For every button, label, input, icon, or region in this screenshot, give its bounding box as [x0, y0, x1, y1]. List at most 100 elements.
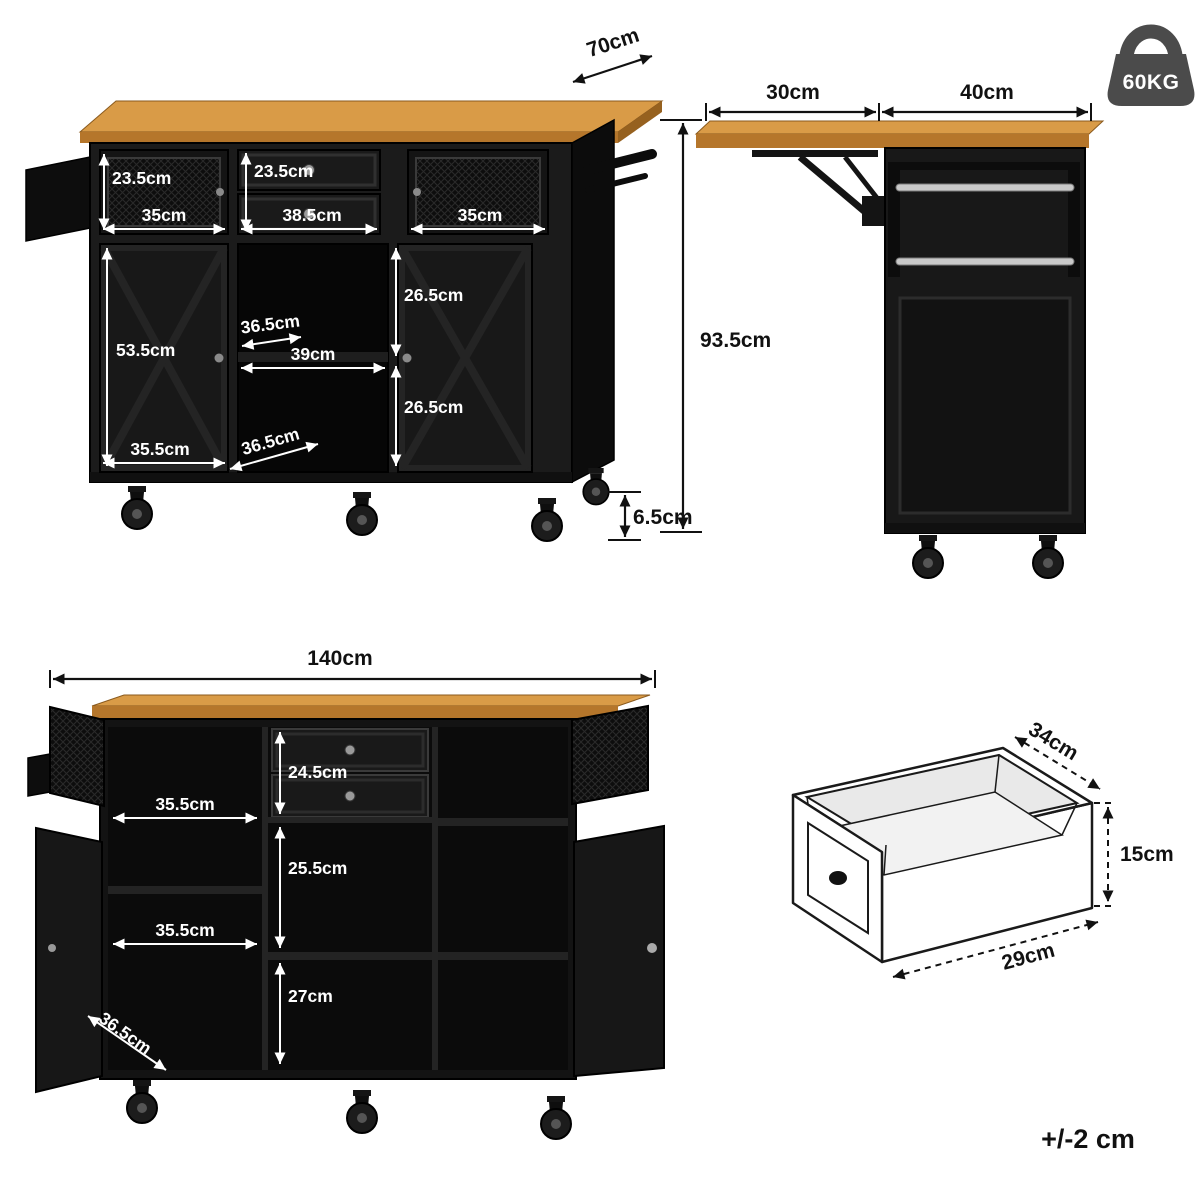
- dim-open-middle-upper-height: 25.5cm: [274, 827, 347, 948]
- dim-label: 26.5cm: [404, 285, 463, 305]
- dim-label: 15cm: [1120, 843, 1174, 866]
- dim-label: 25.5cm: [288, 858, 347, 878]
- dim-label: 23.5cm: [112, 168, 171, 188]
- caster-wheel: [126, 1079, 158, 1124]
- dim-front-top-depth: 70cm: [572, 24, 653, 84]
- dim-label: 23.5cm: [254, 161, 313, 181]
- dim-open-left-shelf-width-upper: 35.5cm: [113, 794, 257, 824]
- dim-label: 35cm: [142, 205, 187, 225]
- divider: [432, 727, 438, 1070]
- door-knob: [647, 943, 657, 953]
- lower-right-barn-door: [397, 243, 533, 473]
- wood-top-front-edge: [696, 134, 1089, 148]
- dim-front-lower-door-width: 35.5cm: [103, 439, 225, 469]
- open-view: 140cm: [27, 647, 665, 1140]
- dim-side-top-depth: 40cm: [882, 81, 1092, 121]
- dim-open-drawer-inner-height: 24.5cm: [274, 732, 347, 814]
- dim-label: 93.5cm: [700, 329, 771, 352]
- door-knob: [216, 188, 224, 196]
- side-panel: [898, 296, 1072, 515]
- wood-top-front-edge: [92, 706, 618, 719]
- open-upper-right-mesh-door: [571, 704, 649, 806]
- wood-top-right-edge: [618, 101, 662, 143]
- kettlebell-handle-icon: [1119, 24, 1183, 61]
- dim-front-lower-door-height: 53.5cm: [101, 248, 175, 466]
- open-lower-right-door: [573, 824, 665, 1078]
- tolerance-note: +/-2 cm: [1041, 1124, 1135, 1154]
- side-towel-rack: [888, 162, 1080, 277]
- drawer-isometric-view: 34cm 15cm 29cm: [791, 718, 1174, 980]
- leaf-folding-bracket: [752, 150, 884, 226]
- dim-drawer-height: 15cm: [1094, 802, 1174, 907]
- shelf: [268, 952, 432, 960]
- open-lower-left-door: [35, 826, 103, 1094]
- dim-label: 40cm: [960, 81, 1014, 104]
- dim-front-drawers-width: 38.5cm: [241, 205, 377, 235]
- drawer-knob: [303, 164, 315, 176]
- dim-label: 140cm: [307, 647, 372, 670]
- cabinet-plinth: [90, 472, 572, 482]
- dim-label: 26.5cm: [404, 397, 463, 417]
- cabinet-right-side: [571, 118, 615, 484]
- chrome-rail: [895, 257, 1075, 266]
- door-knob: [48, 944, 56, 952]
- dim-open-total-width: 140cm: [49, 647, 656, 688]
- dim-front-middle-width: 39cm: [241, 344, 385, 374]
- dim-front-total-height: 93.5cm: [660, 119, 771, 533]
- dim-front-caster-height: 6.5cm: [608, 491, 693, 541]
- divider: [262, 727, 268, 1070]
- dim-label: 27cm: [288, 986, 333, 1006]
- dim-label: 35.5cm: [130, 439, 189, 459]
- dim-open-middle-lower-height: 27cm: [274, 963, 333, 1064]
- dim-side-leaf-depth: 30cm: [705, 81, 880, 121]
- front-view: 23.5cm 35cm 23.5cm 38.5cm 35cm 53.5cm 35…: [25, 24, 771, 542]
- weight-capacity-label: 60KG: [1123, 71, 1180, 94]
- dim-front-left-door-width: 35cm: [103, 205, 225, 235]
- dim-label: 24.5cm: [288, 762, 347, 782]
- shelf: [108, 886, 262, 894]
- shelf: [438, 818, 568, 826]
- dim-label: 34cm: [1024, 718, 1082, 765]
- shelf: [438, 952, 568, 960]
- dim-front-right-door-width: 35cm: [411, 205, 545, 235]
- caster-wheel: [912, 534, 944, 579]
- door-knob: [413, 188, 421, 196]
- dim-label: 39cm: [291, 344, 336, 364]
- caster-wheel: [121, 485, 153, 530]
- caster-wheel: [346, 491, 378, 536]
- dim-open-left-shelf-width-lower: 35.5cm: [113, 920, 257, 950]
- chrome-rail: [895, 183, 1075, 192]
- cabinet-plinth: [885, 523, 1085, 533]
- caster-wheel: [540, 1095, 572, 1140]
- wood-top-front-edge: [80, 132, 618, 143]
- kettlebell-body-icon: [1107, 54, 1195, 106]
- dim-front-drawers-height: 23.5cm: [240, 153, 313, 231]
- dim-label: 38.5cm: [282, 205, 341, 225]
- middle-shelf: [238, 352, 388, 362]
- upper-right-mesh-door: [407, 149, 549, 235]
- dim-label: 29cm: [999, 939, 1057, 975]
- dim-label: 35.5cm: [155, 920, 214, 940]
- side-rack-board: [25, 156, 91, 242]
- drawer-knob: [303, 208, 315, 220]
- dim-label: 53.5cm: [116, 340, 175, 360]
- dim-label: 35cm: [458, 205, 503, 225]
- dim-label: 6.5cm: [633, 506, 693, 529]
- wood-top-surface: [694, 120, 1105, 135]
- towel-bar: [578, 149, 657, 198]
- dim-front-left-door-height: 23.5cm: [98, 154, 171, 230]
- open-upper-left-mesh-door: [49, 705, 105, 808]
- wood-top-surface: [91, 694, 651, 707]
- drawer-knob: [829, 871, 847, 885]
- side-view: 30cm 40cm: [694, 81, 1105, 579]
- caster-wheel: [1032, 534, 1064, 579]
- dim-label: 35.5cm: [155, 794, 214, 814]
- caster-wheel: [346, 1089, 378, 1134]
- wood-top-surface: [78, 100, 664, 133]
- dim-label: 70cm: [584, 24, 642, 62]
- middle-drawers: [268, 728, 432, 823]
- drawer-knob: [344, 790, 356, 802]
- door-knob: [214, 353, 224, 363]
